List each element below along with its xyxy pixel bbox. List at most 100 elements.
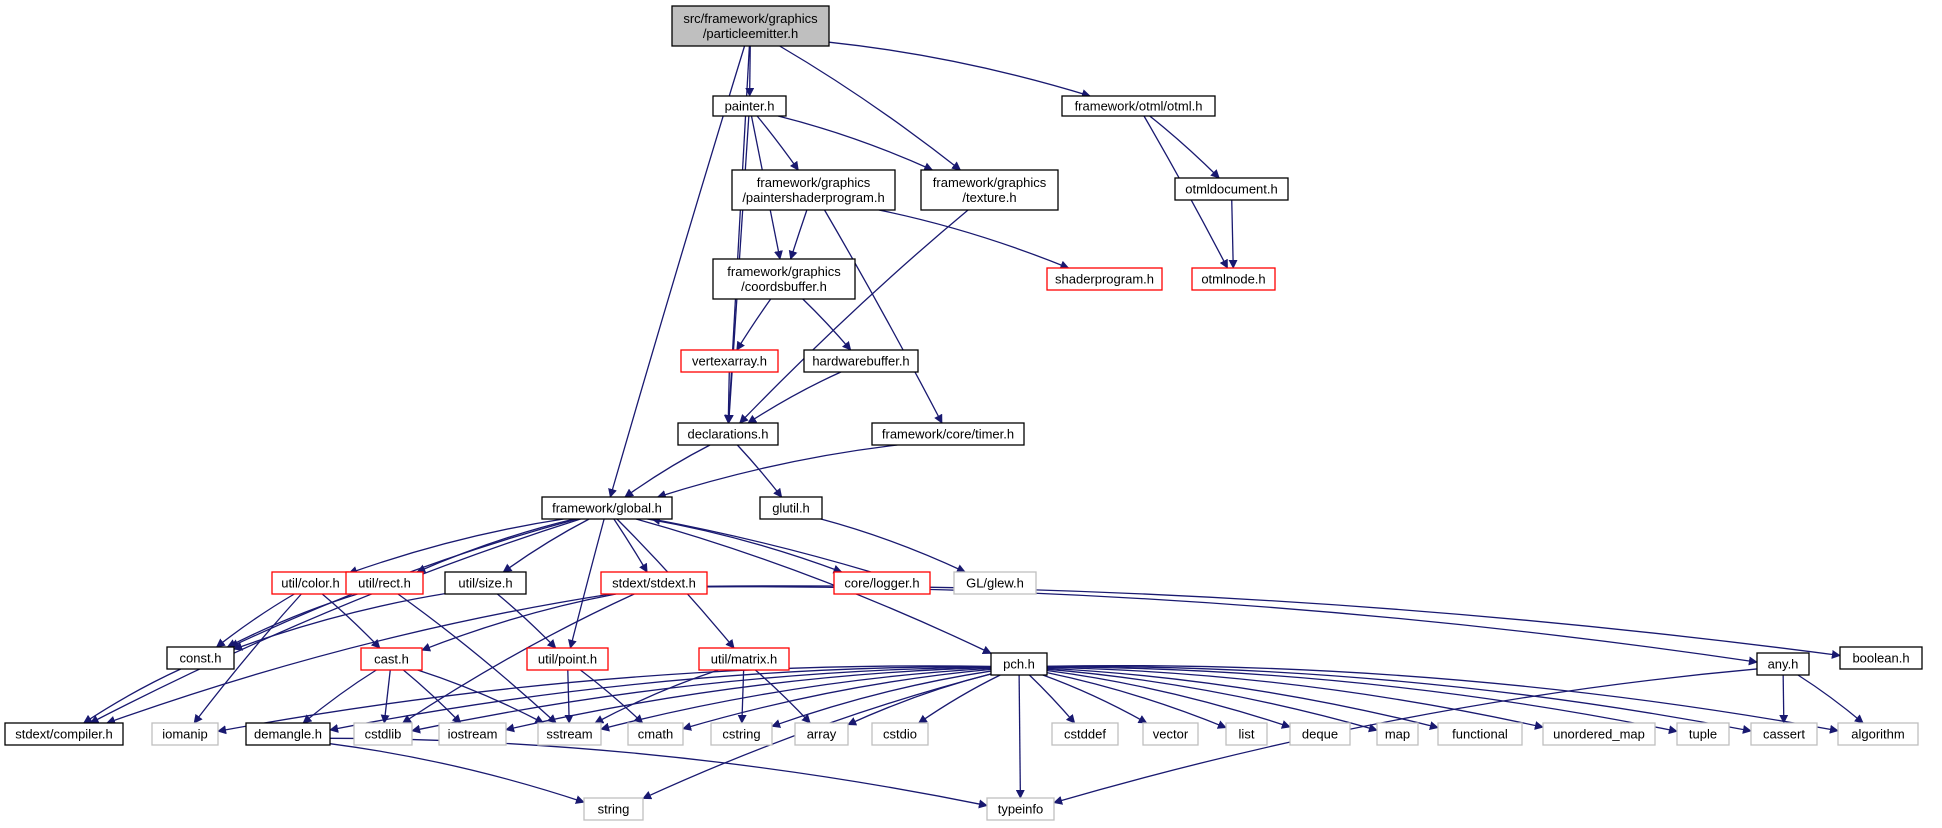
node-label: shaderprogram.h <box>1055 272 1154 287</box>
edge-pch-to-iomanip <box>217 665 992 735</box>
node-vector[interactable]: vector <box>1142 722 1199 746</box>
edge-line <box>847 673 992 726</box>
node-timer[interactable]: framework/core/timer.h <box>871 422 1025 446</box>
edge-pch-to-cmath <box>682 668 992 731</box>
node-functional[interactable]: functional <box>1437 722 1523 746</box>
node-list[interactable]: list <box>1225 722 1268 746</box>
edge-line <box>736 444 783 498</box>
node-boolean[interactable]: boolean.h <box>1839 646 1923 670</box>
node-cstdlib[interactable]: cstdlib <box>353 722 413 746</box>
node-map[interactable]: map <box>1376 722 1419 746</box>
edge-line <box>651 516 872 573</box>
node-any[interactable]: any.h <box>1756 652 1810 676</box>
node-glutil[interactable]: glutil.h <box>759 496 823 520</box>
edge-pch-to-demangle <box>329 666 992 733</box>
node-otmldocument[interactable]: otmldocument.h <box>1174 177 1289 201</box>
edge-line <box>568 518 605 649</box>
edge-line <box>83 668 182 724</box>
edge-root-to-otml <box>828 41 1091 98</box>
node-point[interactable]: util/point.h <box>526 647 609 671</box>
node-otml[interactable]: framework/otml/otml.h <box>1061 95 1216 117</box>
node-global[interactable]: framework/global.h <box>541 496 673 520</box>
nodes-layer: src/framework/graphics/particleemitter.h… <box>4 5 1923 821</box>
node-label: list <box>1239 727 1255 742</box>
node-const[interactable]: const.h <box>166 646 235 670</box>
edge-pch-to-vector <box>1042 674 1148 724</box>
node-tuple[interactable]: tuple <box>1676 722 1730 746</box>
node-deque[interactable]: deque <box>1289 722 1351 746</box>
node-painter[interactable]: painter.h <box>712 95 787 117</box>
node-typeinfo[interactable]: typeinfo <box>986 797 1055 821</box>
edge-line <box>1053 668 1758 805</box>
node-iomanip[interactable]: iomanip <box>151 722 219 746</box>
edge-line <box>594 669 719 724</box>
node-label: string <box>598 802 630 817</box>
node-unordered_map[interactable]: unordered_map <box>1542 722 1656 746</box>
node-box <box>1061 95 1216 117</box>
node-sstream[interactable]: sstream <box>537 722 602 746</box>
edge-line <box>564 669 574 724</box>
node-label: unordered_map <box>1553 727 1645 742</box>
node-box <box>245 722 331 746</box>
node-label: cstddef <box>1064 727 1106 742</box>
node-color[interactable]: util/color.h <box>271 571 350 595</box>
edge-line <box>1046 668 1378 733</box>
node-coordsbuffer[interactable]: framework/graphics/coordsbuffer.h <box>712 258 856 300</box>
node-label: algorithm <box>1851 727 1904 742</box>
node-box <box>698 647 790 671</box>
edge-pch-to-sstream <box>600 667 992 732</box>
edge-size-to-point <box>496 593 557 649</box>
node-cmath[interactable]: cmath <box>627 722 684 746</box>
node-label: painter.h <box>725 99 775 114</box>
edge-global-to-stdext <box>613 518 648 573</box>
node-cstring[interactable]: cstring <box>710 722 773 746</box>
edge-point-to-cmath <box>580 669 644 724</box>
node-matrix[interactable]: util/matrix.h <box>698 647 790 671</box>
edge-pch-to-cassert <box>1046 665 1752 734</box>
node-label: util/rect.h <box>358 576 411 591</box>
edge-coordsbuffer-to-hardwarebuffer <box>802 298 852 351</box>
node-compiler[interactable]: stdext/compiler.h <box>4 722 124 746</box>
node-box <box>794 722 849 746</box>
node-box <box>1676 722 1730 746</box>
node-stdext[interactable]: stdext/stdext.h <box>600 571 708 595</box>
node-label: GL/glew.h <box>966 576 1024 591</box>
edge-pch-to-cstring <box>771 670 992 728</box>
node-array[interactable]: array <box>794 722 849 746</box>
edge-cast-to-sstream <box>417 669 545 724</box>
node-cstdio[interactable]: cstdio <box>871 722 929 746</box>
node-vertexarray[interactable]: vertexarray.h <box>680 349 779 373</box>
node-pch[interactable]: pch.h <box>990 652 1048 676</box>
node-label: cassert <box>1763 727 1805 742</box>
node-declarations[interactable]: declarations.h <box>677 422 779 446</box>
edge-line <box>1015 674 1025 799</box>
edge-line <box>1046 664 1839 734</box>
node-string[interactable]: string <box>583 797 644 821</box>
node-demangle[interactable]: demangle.h <box>245 722 331 746</box>
node-otmlnode[interactable]: otmlnode.h <box>1191 267 1276 291</box>
edge-root-to-painter <box>745 45 755 97</box>
edge-line <box>878 209 1070 270</box>
edge-declarations-to-glutil <box>736 444 783 498</box>
node-logger[interactable]: core/logger.h <box>833 571 931 595</box>
edge-matrix-to-array <box>754 669 811 724</box>
edge-demangle-to-typeinfo <box>329 737 988 809</box>
edge-line <box>215 593 295 648</box>
node-cstddef[interactable]: cstddef <box>1051 722 1119 746</box>
edges-layer <box>83 41 1864 809</box>
node-cassert[interactable]: cassert <box>1750 722 1818 746</box>
node-box <box>444 571 527 595</box>
node-paintershader[interactable]: framework/graphics/paintershaderprogram.… <box>731 169 896 211</box>
node-rect[interactable]: util/rect.h <box>345 571 424 595</box>
node-iostream[interactable]: iostream <box>438 722 507 746</box>
node-box <box>537 722 602 746</box>
node-box <box>1542 722 1656 746</box>
node-root[interactable]: src/framework/graphics/particleemitter.h <box>671 5 830 47</box>
node-size[interactable]: util/size.h <box>444 571 527 595</box>
node-hardwarebuffer[interactable]: hardwarebuffer.h <box>803 349 919 373</box>
node-algorithm[interactable]: algorithm <box>1837 722 1919 746</box>
node-texture[interactable]: framework/graphics/texture.h <box>920 169 1059 211</box>
node-shaderprogram[interactable]: shaderprogram.h <box>1046 267 1163 291</box>
node-cast[interactable]: cast.h <box>360 647 423 671</box>
node-glew[interactable]: GL/glew.h <box>953 571 1037 595</box>
